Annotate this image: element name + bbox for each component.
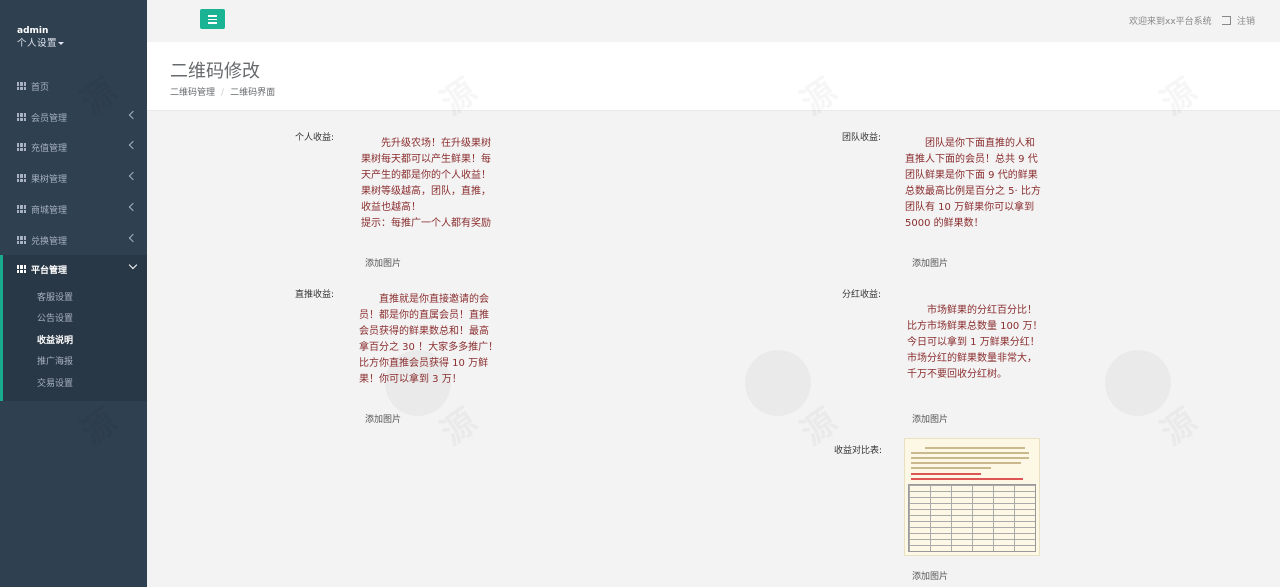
personal-earnings-text: 先升级农场！在升级果树 果树每天都可以产生鲜果！每 天产生的都是你的个人收益！ … xyxy=(361,138,491,229)
sub-item-earnings[interactable]: 收益说明 xyxy=(37,336,74,346)
chevron-left-icon xyxy=(128,171,138,181)
nav-item-trees[interactable]: 果树管理 xyxy=(0,166,147,190)
sub-item-announcement[interactable]: 公告设置 xyxy=(37,314,74,324)
nav-label: 兑换管理 xyxy=(31,236,68,247)
sub-item-customer-service[interactable]: 客服设置 xyxy=(37,293,74,303)
table-icon xyxy=(17,174,26,182)
nav-item-platform[interactable]: 平台管理 xyxy=(0,257,147,281)
breadcrumb: 二维码管理/二维码界面 xyxy=(170,88,276,98)
direct-earnings-text: 直推就是你直接邀请的会 员！都是你的直属会员！直推 会员获得的鲜果数总和！最高 … xyxy=(359,294,499,385)
direct-earnings-label: 直推收益: xyxy=(295,290,335,300)
chevron-left-icon xyxy=(128,140,138,150)
nav-group-platform: 平台管理 客服设置 公告设置 收益说明 推广海报 交易设置 xyxy=(0,255,147,401)
dividend-earnings-text: 市场鲜果的分红百分比！ 比方市场鲜果总数量 100 万！ 今日可以拿到 1 万鲜… xyxy=(907,305,1043,380)
sign-out-icon xyxy=(1222,16,1231,25)
dividend-earnings-label: 分红收益: xyxy=(842,290,882,300)
table-grid xyxy=(908,484,1036,552)
chevron-left-icon xyxy=(128,110,138,120)
table-icon xyxy=(17,236,26,244)
nav-label: 平台管理 xyxy=(31,265,68,276)
breadcrumb-item-current: 二维码界面 xyxy=(230,88,276,98)
top-navbar: 欢迎来到xx平台系统 注销 xyxy=(147,0,1280,43)
breadcrumb-item[interactable]: 二维码管理 xyxy=(170,88,216,98)
personal-settings-label: 个人设置 xyxy=(17,38,58,49)
nav-label: 商城管理 xyxy=(31,205,68,216)
sub-item-trade[interactable]: 交易设置 xyxy=(37,379,74,389)
sidebar: admin 个人设置 首页 会员管理 充值管理 果树管理 商城管理 兑换管理 平… xyxy=(0,0,147,587)
direct-add-image-button[interactable]: 添加图片 xyxy=(365,415,402,425)
team-earnings-label: 团队收益: xyxy=(842,133,882,143)
compare-table-image[interactable] xyxy=(904,438,1040,556)
menu-toggle-button[interactable] xyxy=(200,9,225,29)
table-icon xyxy=(17,113,26,121)
team-earnings-text: 团队是你下面直推的人和 直推人下面的会员！总共 9 代 团队鲜果是你下面 9 代… xyxy=(905,138,1041,229)
logout-label: 注销 xyxy=(1237,17,1256,27)
nav-item-members[interactable]: 会员管理 xyxy=(0,105,147,129)
page-title: 二维码修改 xyxy=(170,61,260,82)
page-heading: 二维码修改 二维码管理/二维码界面 xyxy=(147,42,1280,111)
chevron-down-icon xyxy=(128,260,138,270)
logout-link[interactable]: 注销 xyxy=(1222,14,1255,27)
compare-add-image-button[interactable]: 添加图片 xyxy=(912,572,949,582)
welcome-text: 欢迎来到xx平台系统 xyxy=(1129,17,1212,27)
dividend-add-image-button[interactable]: 添加图片 xyxy=(912,415,949,425)
nav-item-exchange[interactable]: 兑换管理 xyxy=(0,228,147,252)
chevron-left-icon xyxy=(128,233,138,243)
personal-add-image-button[interactable]: 添加图片 xyxy=(365,259,402,269)
personal-earnings-label: 个人收益: xyxy=(295,133,335,143)
nav-item-home[interactable]: 首页 xyxy=(0,74,147,98)
compare-table-label: 收益对比表: xyxy=(834,446,883,456)
table-icon xyxy=(17,205,26,213)
user-profile[interactable]: admin 个人设置 xyxy=(17,26,65,50)
table-icon xyxy=(17,82,26,90)
nav-label: 充值管理 xyxy=(31,143,68,154)
nav-item-recharge[interactable]: 充值管理 xyxy=(0,135,147,159)
caret-down-icon xyxy=(58,42,65,45)
table-icon xyxy=(17,143,26,151)
nav-label: 果树管理 xyxy=(31,174,68,185)
team-add-image-button[interactable]: 添加图片 xyxy=(912,259,949,269)
nav-label: 首页 xyxy=(31,82,50,93)
sub-item-poster[interactable]: 推广海报 xyxy=(37,357,74,367)
nav-label: 会员管理 xyxy=(31,113,68,124)
nav-item-mall[interactable]: 商城管理 xyxy=(0,197,147,221)
table-icon xyxy=(17,265,26,273)
chevron-left-icon xyxy=(128,202,138,212)
username: admin xyxy=(17,26,49,36)
personal-settings-dropdown[interactable]: 个人设置 xyxy=(17,37,65,50)
